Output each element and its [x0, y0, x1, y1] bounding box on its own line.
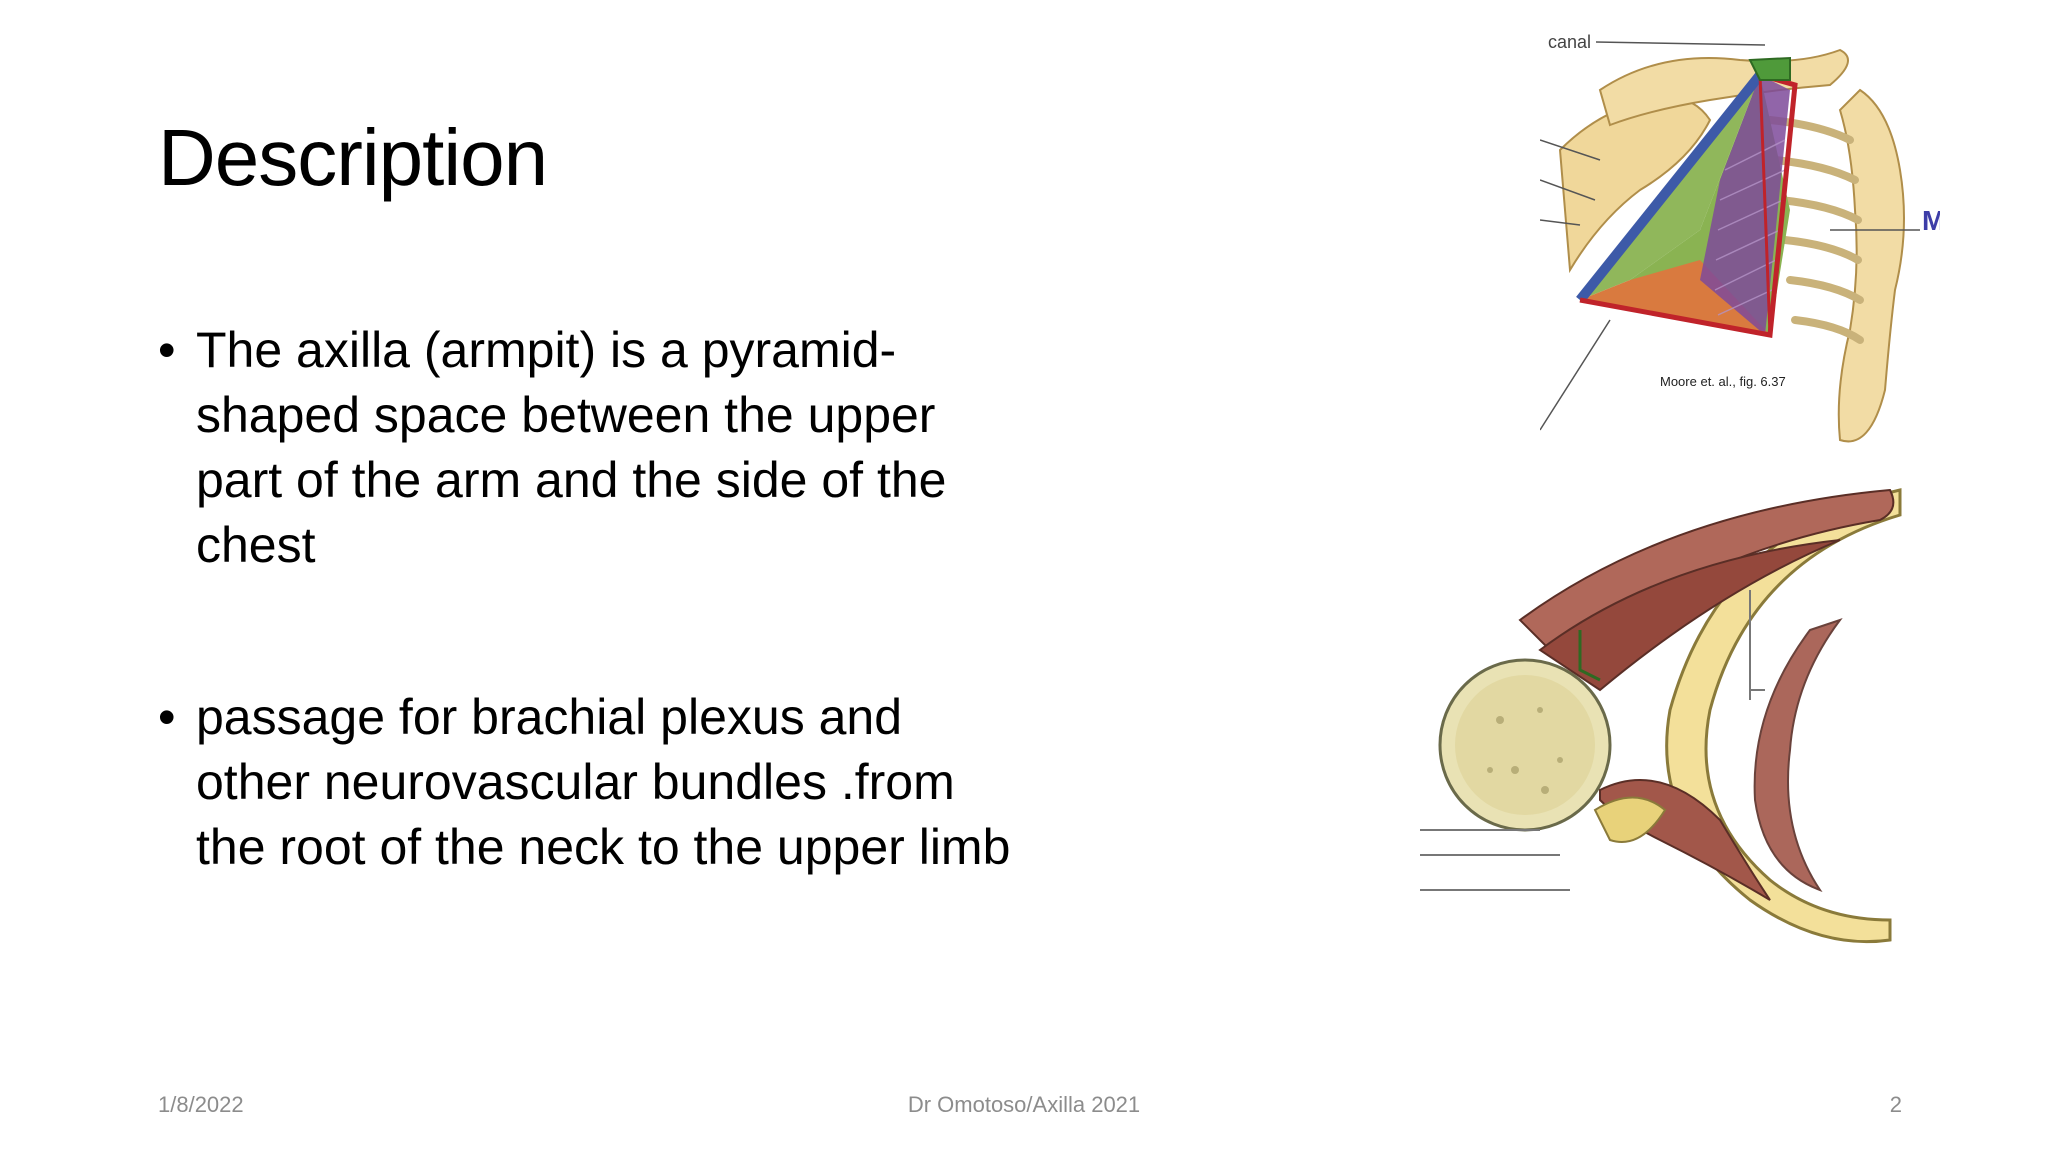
footer-date: 1/8/2022: [158, 1092, 244, 1117]
bullet-text: The axilla (armpit) is a pyramid-shaped …: [196, 322, 947, 573]
bullet-list: • The axilla (armpit) is a pyramid-shape…: [158, 318, 1018, 880]
footer-page-number: 2: [1889, 1092, 1902, 1117]
label-canal: canal: [1548, 32, 1591, 52]
bullet-marker: •: [158, 689, 176, 745]
axilla-cross-section-illustration: [1420, 488, 1902, 944]
bullet-text: passage for brachial plexus and other ne…: [196, 689, 1011, 875]
figure-caption: Moore et. al., fig. 6.37: [1660, 374, 1786, 389]
slide-title: Description: [158, 113, 548, 202]
bullet-item: • passage for brachial plexus and other …: [158, 685, 1018, 880]
footer-author: Dr Omotoso/Axilla 2021: [907, 1092, 1141, 1117]
axilla-pyramid-illustration: canal Moore et. al., fig. 6.37 M: [1540, 32, 1940, 443]
axilla-pyramid-figure: canal Moore et. al., fig. 6.37 M: [1540, 30, 1940, 460]
bullet-marker: •: [158, 322, 176, 378]
edge-letter: M: [1922, 205, 1940, 236]
bullet-item: • The axilla (armpit) is a pyramid-shape…: [158, 318, 1018, 578]
axilla-cross-section-figure: [1420, 470, 1980, 970]
